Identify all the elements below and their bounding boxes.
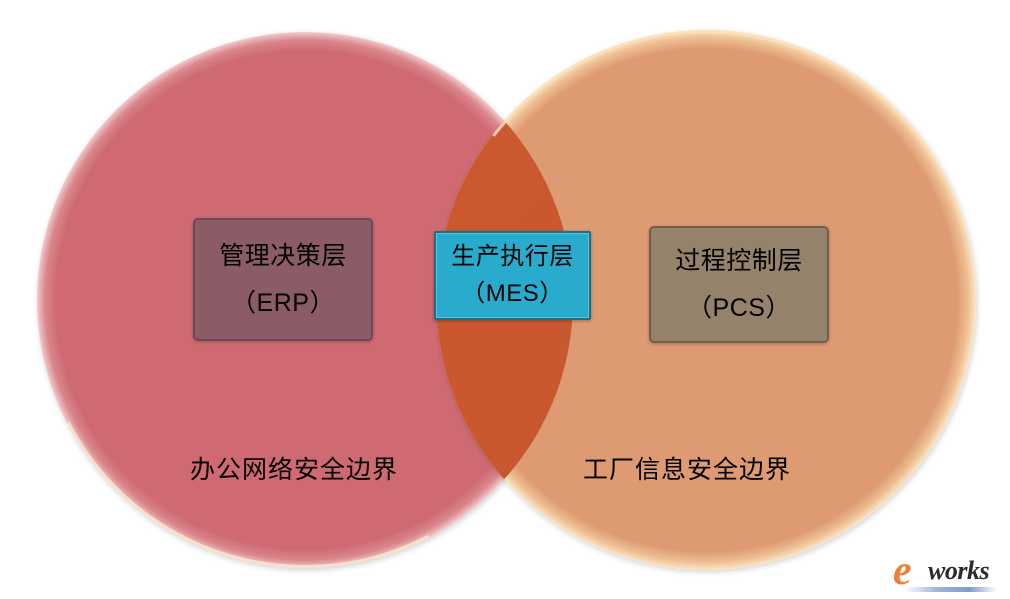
- layer-box-mes[interactable]: 生产执行层 （MES）: [434, 231, 591, 320]
- circle-office-rim: [37, 32, 573, 568]
- layer-box-erp[interactable]: 管理决策层 （ERP）: [193, 218, 373, 341]
- label-office-network-boundary: 办公网络安全边界: [190, 456, 399, 484]
- layer-box-mes-line2: （MES）: [461, 279, 564, 307]
- eworks-logo-underline: [905, 587, 997, 592]
- layer-box-pcs-line2: （PCS）: [687, 293, 791, 322]
- eworks-logo-wordmark: works: [928, 556, 990, 585]
- layer-box-pcs[interactable]: 过程控制层 （PCS）: [649, 226, 829, 343]
- eworks-logo-mark: e: [893, 548, 912, 594]
- layer-box-pcs-line1: 过程控制层: [675, 247, 803, 276]
- circle-factory-rim: [436, 30, 976, 570]
- layer-box-erp-line2: （ERP）: [231, 288, 335, 317]
- layer-box-erp-line1: 管理决策层: [219, 242, 347, 271]
- eworks-logo: e works: [893, 548, 1003, 594]
- label-factory-information-boundary: 工厂信息安全边界: [583, 456, 792, 484]
- layer-box-mes-line1: 生产执行层: [451, 242, 574, 270]
